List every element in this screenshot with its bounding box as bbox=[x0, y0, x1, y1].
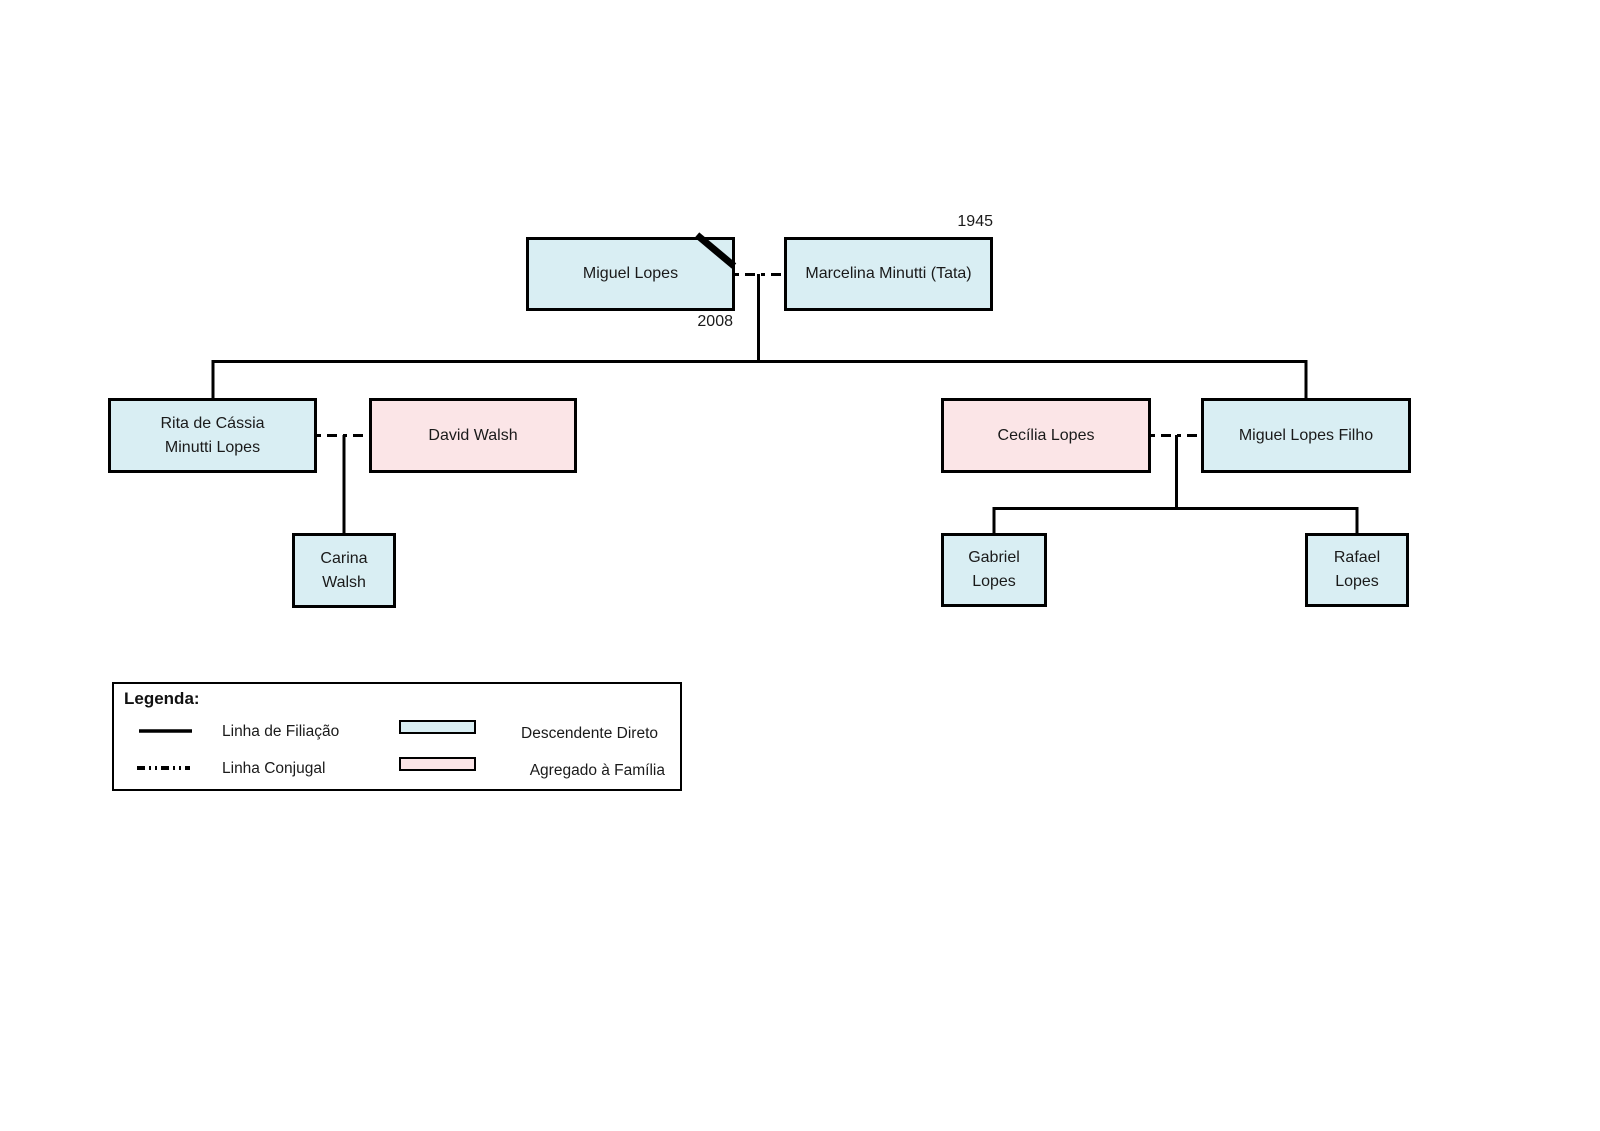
person-box-cecilia-lopes: Cecília Lopes bbox=[941, 398, 1151, 473]
person-box-miguel-lopes-filho: Miguel Lopes Filho bbox=[1201, 398, 1411, 473]
person-box-david-walsh: David Walsh bbox=[369, 398, 577, 473]
person-box-gabriel-lopes: Gabriel Lopes bbox=[941, 533, 1047, 607]
year-label-1945: 1945 bbox=[957, 213, 993, 230]
person-name: Carina Walsh bbox=[320, 549, 368, 591]
legend-label-family-aggregate: Agregado à Família bbox=[529, 762, 665, 779]
legend-label-conjugal-line: Linha Conjugal bbox=[222, 760, 326, 777]
dashed-line-swatch-icon bbox=[137, 766, 190, 770]
year-label-2008: 2008 bbox=[697, 313, 733, 330]
legend-label-direct-descendant: Descendente Direto bbox=[521, 725, 658, 742]
person-name: Marcelina Minutti (Tata) bbox=[805, 265, 972, 282]
person-name: Rafael Lopes bbox=[1333, 549, 1381, 590]
person-box-miguel-lopes: Miguel Lopes bbox=[526, 237, 735, 311]
person-box-rafael-lopes: Rafael Lopes bbox=[1305, 533, 1409, 607]
aggregate-color-swatch bbox=[399, 757, 476, 771]
solid-line-swatch-icon bbox=[139, 729, 192, 733]
legend-box: Legenda: Linha de Filiação Descendente D… bbox=[112, 682, 682, 791]
legend-title: Legenda: bbox=[124, 689, 200, 708]
person-box-carina-walsh: Carina Walsh bbox=[292, 533, 396, 608]
person-name: Miguel Lopes Filho bbox=[1238, 426, 1374, 444]
person-name: Gabriel Lopes bbox=[968, 549, 1020, 590]
person-name: Cecília Lopes bbox=[997, 426, 1095, 444]
person-box-rita-de-cassia: Rita de Cássia Minutti Lopes bbox=[108, 398, 317, 473]
legend-label-filiation-line: Linha de Filiação bbox=[222, 723, 340, 740]
person-name: Miguel Lopes bbox=[582, 265, 679, 282]
deceased-slash-icon bbox=[694, 232, 737, 269]
descendant-color-swatch bbox=[399, 720, 476, 734]
person-name: Rita de Cássia Minutti Lopes bbox=[160, 414, 265, 456]
person-box-marcelina-minutti: Marcelina Minutti (Tata) bbox=[784, 237, 993, 311]
person-name: David Walsh bbox=[428, 426, 518, 444]
